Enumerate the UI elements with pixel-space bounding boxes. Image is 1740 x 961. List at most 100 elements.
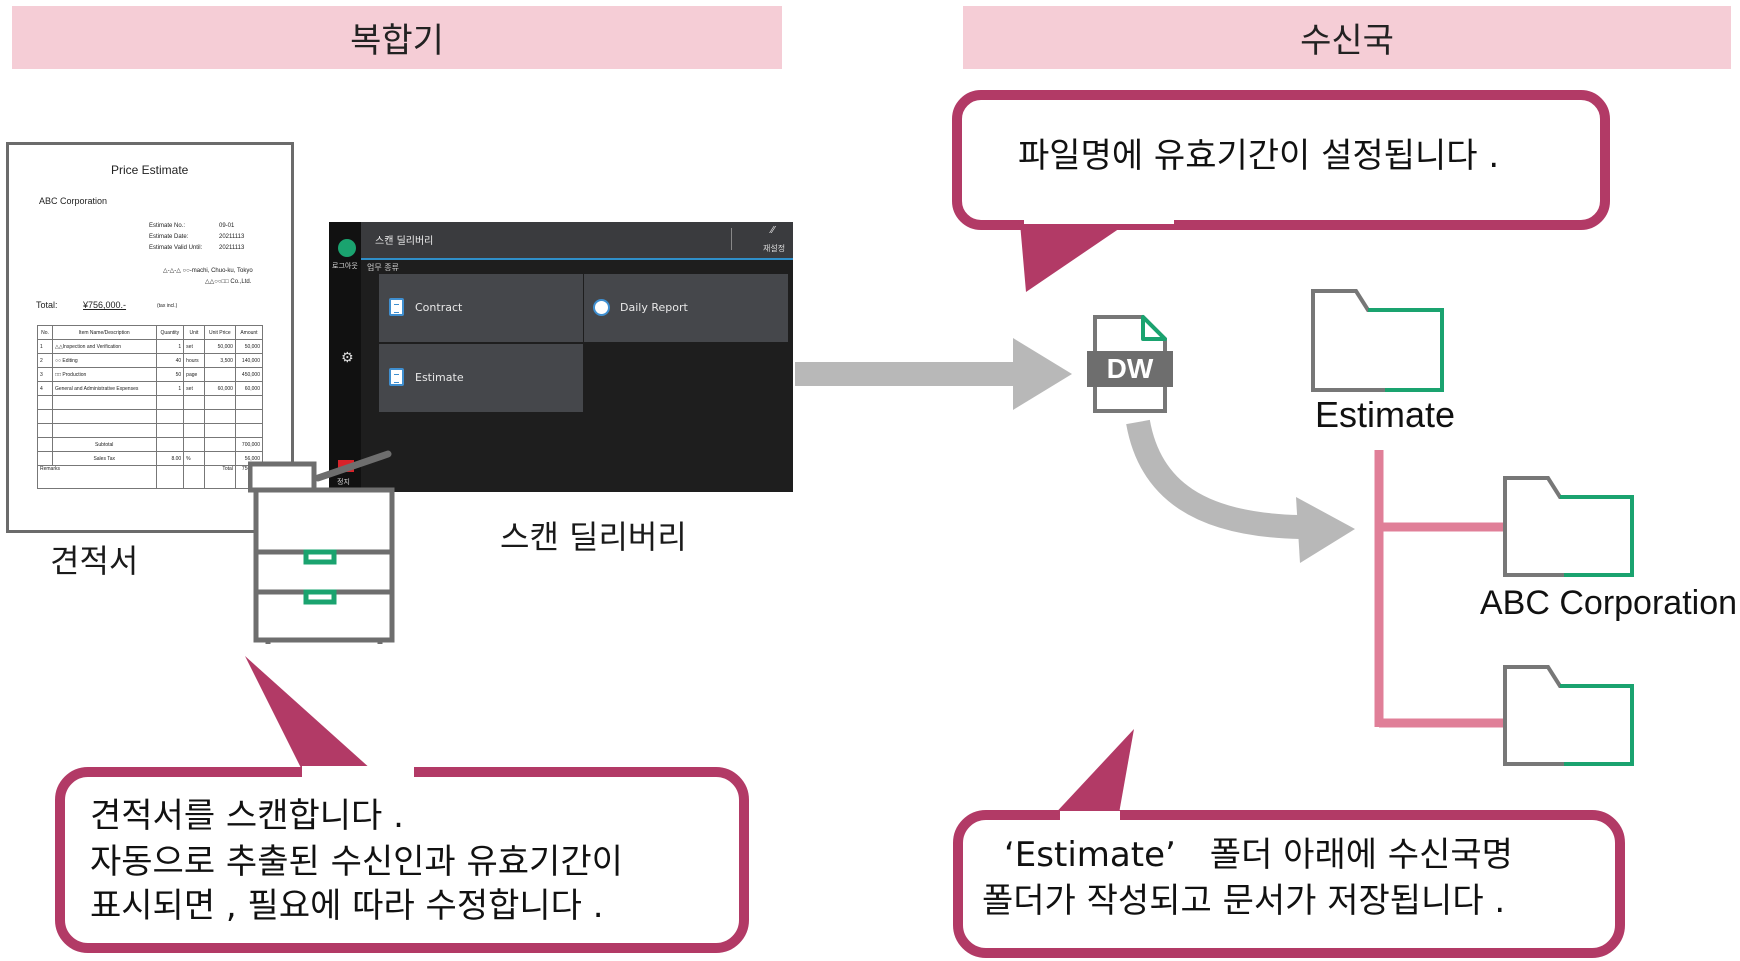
topbar-divider [731,228,732,250]
panel-caption: 스캔 딜리버리 [500,518,687,556]
salestax-rate: 8.00 [155,451,185,466]
table-row: RemarksTotal756,000 [37,465,264,489]
cell: 1 [155,381,185,396]
doc-meta-value-1: 09-01 [219,223,235,229]
cell: set [183,339,205,354]
stop-label[interactable]: 정지 [337,478,350,486]
cell: 1 [155,339,185,354]
table-row [37,409,264,424]
mfp-header-label: 복합기 [350,21,444,61]
panel-topbar: 스캔 딜리버리 ⁄⁄ 재설정 [361,222,793,258]
cell: 2 [37,353,53,368]
folder-abc-icon [1503,476,1634,577]
tile-estimate-label: Estimate [415,371,464,384]
doc-meta-label-3: Estimate Valid Until: [149,245,203,251]
cell: □□ Production [51,367,157,382]
cell: 50,000 [234,339,264,354]
doc-tax-note: (tax incl.) [157,303,178,309]
col-no: No. [37,325,53,340]
document-icon [389,298,404,316]
folder-empty-icon [1503,665,1634,766]
cell: page [183,367,205,382]
col-unit: Unit [183,325,205,340]
cell: 40 [155,353,185,368]
callout-bottom-left-line-3: 표시되면 , 필요에 따라 수정합니다 . [90,886,604,926]
receiver-header-label: 수신국 [1300,21,1394,61]
cell [203,367,236,382]
cell: General and Administrative Expenses [51,381,157,396]
doc-meta-label-1: Estimate No.: [149,223,186,229]
scan-delivery-panel: 로그아웃 ⚙ 정지 스캔 딜리버리 ⁄⁄ 재설정 업무 종류 Contract … [329,222,793,492]
callout-bottom-left [55,656,749,953]
folder-abc-label: ABC Corporation [1480,584,1738,622]
cell: △△Inspection and Verification [51,339,157,354]
col-qty: Quantity [155,325,185,340]
doc-total-value: ¥756,000.- [83,300,127,310]
topbar-underline [361,258,793,260]
doc-meta-value-2: 20211113 [219,234,245,240]
salestax-label: Sales Tax [51,451,157,466]
callout-bottom-right [953,729,1625,958]
doc-title: Price Estimate [111,163,189,177]
folder-estimate-icon [1311,289,1444,392]
subtotal-label: Subtotal [51,437,157,452]
folder-estimate-label: Estimate [1315,394,1456,435]
clock-icon [593,299,610,316]
settings-icon[interactable]: ⚙ [341,350,354,366]
tile-contract-label: Contract [415,301,463,314]
arrow-right-icon [795,338,1072,410]
cell: 140,000 [234,353,264,368]
mfp-header: 복합기 [12,6,782,69]
curved-arrow-icon [1126,419,1355,563]
cell: 60,000 [234,381,264,396]
total-row-label: Total [203,465,236,489]
doc-items-table: No. Item Name/Description Quantity Unit … [37,325,264,489]
table-row [37,423,264,438]
cell: 450,000 [234,367,264,382]
receiver-header: 수신국 [963,6,1731,69]
callout-top-right [952,90,1610,292]
dw-badge-label: DW [1106,353,1154,384]
doc-total-label: Total: [36,300,58,310]
reset-label[interactable]: 재설정 [763,244,786,253]
cell: 1 [37,339,53,354]
section-label: 업무 종류 [367,263,399,272]
cell: 3,500 [203,353,236,368]
price-estimate-document: Price Estimate ABC Corporation Estimate … [6,142,294,533]
doc-company: ABC Corporation [39,196,108,206]
document-icon [389,368,404,386]
logout-label[interactable]: 로그아웃 [332,262,358,270]
col-unit-price: Unit Price [203,325,236,340]
cell: ○○ Editing [51,353,157,368]
dw-file-icon [1087,315,1173,413]
cell: set [183,381,205,396]
callout-bottom-left-line-2: 자동으로 추출된 수신인과 유효기간이 [90,842,623,882]
col-amount: Amount [234,325,264,340]
cell: 60,000 [203,381,236,396]
tile-daily-report-label: Daily Report [620,301,688,314]
cell: 4 [37,381,53,396]
tile-contract[interactable]: Contract [379,274,583,342]
table-row [37,395,264,410]
reset-icon[interactable]: ⁄⁄ [771,225,775,236]
folder-tree-lines [1374,450,1507,728]
printer-icon [248,450,395,644]
panel-title: 스캔 딜리버리 [375,236,434,247]
callout-bottom-right-line-1: ‘Estimate’ 폴더 아래에 수신국명 [1004,835,1513,875]
doc-meta-value-3: 20211113 [219,245,245,251]
user-icon[interactable] [338,239,356,257]
cell: hours [183,353,205,368]
callout-bottom-left-line-1: 견적서를 스캔합니다 . [90,796,404,836]
callout-top-right-text: 파일명에 유효기간이 설정됩니다 . [1018,136,1500,176]
doc-meta-label-2: Estimate Date: [149,234,189,240]
callout-bottom-right-line-2: 폴더가 작성되고 문서가 저장됩니다 . [982,881,1506,921]
cell: 3 [37,367,53,382]
tile-estimate[interactable]: Estimate [379,344,583,412]
tile-daily-report[interactable]: Daily Report [584,274,788,342]
